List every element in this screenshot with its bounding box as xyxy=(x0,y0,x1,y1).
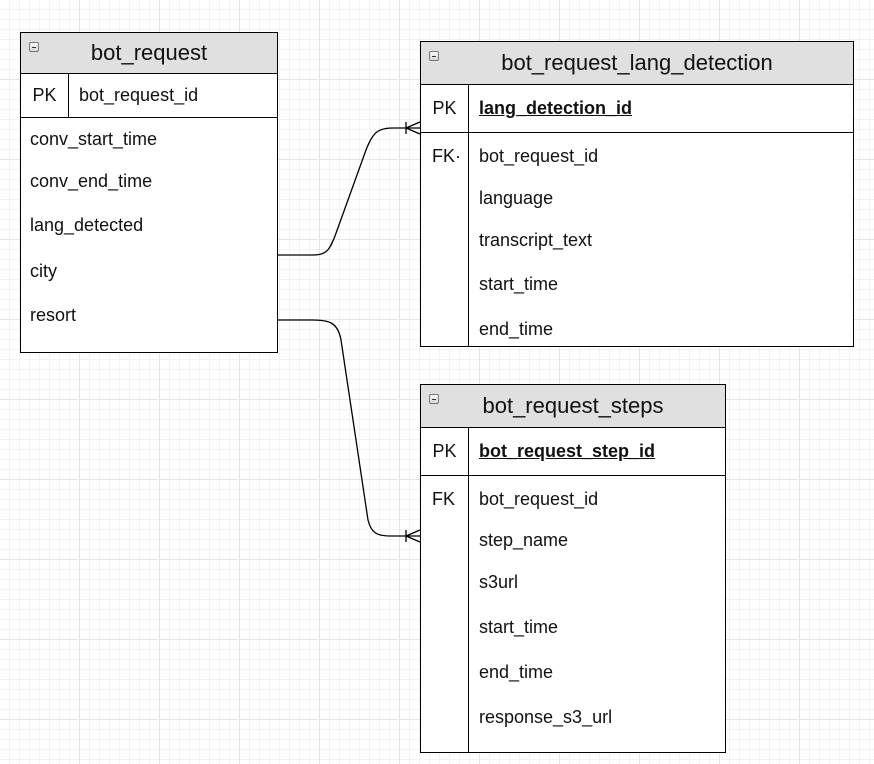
key-column: FK xyxy=(421,476,469,753)
pk-label: PK xyxy=(421,428,469,475)
relationship-steps-line[interactable] xyxy=(278,319,420,537)
primary-key-row[interactable]: PK lang_detection_id xyxy=(421,85,853,133)
field-row[interactable]: lang_detected xyxy=(30,215,144,235)
entity-fields: FK bot_request_id step_name s3url start_… xyxy=(421,476,725,753)
fk-label: FK xyxy=(432,489,456,509)
field-row[interactable]: bot_request_id xyxy=(479,489,599,509)
crowsfoot-lang-detection xyxy=(405,121,421,135)
crowsfoot-steps xyxy=(405,529,421,543)
field-row[interactable]: response_s3_url xyxy=(479,707,613,727)
entity-bot-request-lang-detection[interactable]: bot_request_lang_detection PK lang_detec… xyxy=(420,41,854,347)
entity-fields: conv_start_time conv_end_time lang_detec… xyxy=(21,118,277,353)
field-row[interactable]: s3url xyxy=(479,572,519,592)
entity-bot-request-steps[interactable]: bot_request_steps PK bot_request_step_id… xyxy=(420,384,726,753)
entity-title: bot_request_steps xyxy=(482,393,664,418)
field-row[interactable]: resort xyxy=(30,305,77,325)
field-row[interactable]: end_time xyxy=(479,662,554,682)
entity-fields: FK· bot_request_id language transcript_t… xyxy=(421,133,853,347)
field-row[interactable]: end_time xyxy=(479,319,554,339)
field-row[interactable]: start_time xyxy=(479,274,559,294)
collapse-icon[interactable] xyxy=(29,42,39,52)
field-row[interactable]: step_name xyxy=(479,530,569,550)
pk-label: PK xyxy=(21,74,69,117)
field-row[interactable]: start_time xyxy=(479,617,559,637)
primary-key-row[interactable]: PK bot_request_step_id xyxy=(421,428,725,476)
relationship-lang-detection-line[interactable] xyxy=(278,127,420,256)
entity-title: bot_request_lang_detection xyxy=(501,50,773,75)
entity-header[interactable]: bot_request xyxy=(21,33,277,74)
field-row[interactable]: city xyxy=(30,261,57,281)
pk-field: bot_request_id xyxy=(79,85,199,105)
field-row[interactable]: conv_start_time xyxy=(30,129,158,149)
entity-bot-request[interactable]: bot_request PK bot_request_id conv_start… xyxy=(20,32,278,353)
key-column: FK· xyxy=(421,133,469,347)
pk-field: bot_request_step_id xyxy=(479,441,656,461)
field-row[interactable]: language xyxy=(479,188,554,208)
field-row[interactable]: conv_end_time xyxy=(30,171,153,191)
pk-field: lang_detection_id xyxy=(479,98,633,118)
entity-header[interactable]: bot_request_steps xyxy=(421,385,725,428)
collapse-icon[interactable] xyxy=(429,51,439,61)
field-row[interactable]: transcript_text xyxy=(479,230,593,250)
entity-title: bot_request xyxy=(90,40,208,65)
primary-key-row[interactable]: PK bot_request_id xyxy=(21,74,277,118)
fk-label: FK· xyxy=(432,146,461,166)
pk-label: PK xyxy=(421,85,469,132)
collapse-icon[interactable] xyxy=(429,394,439,404)
field-row[interactable]: bot_request_id xyxy=(479,146,599,166)
entity-header[interactable]: bot_request_lang_detection xyxy=(421,42,853,85)
